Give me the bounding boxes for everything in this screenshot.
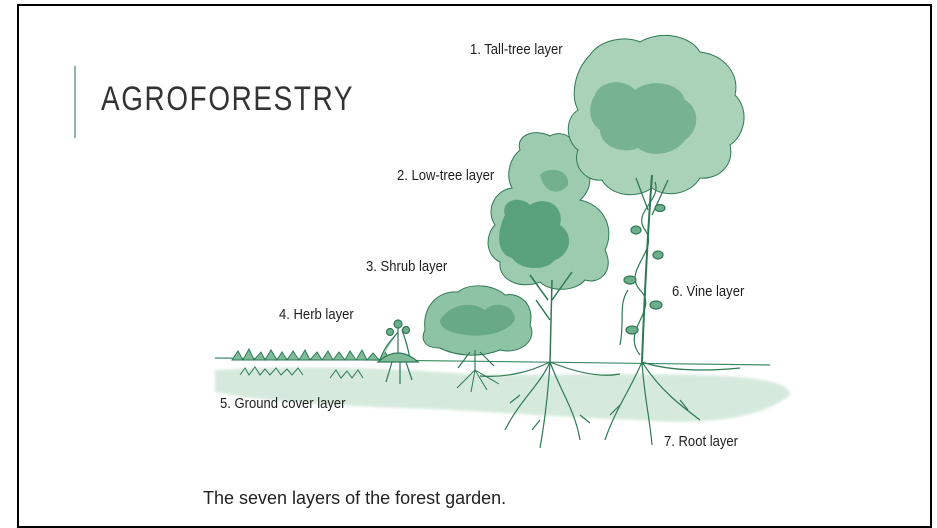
label-shrub-layer: 3. Shrub layer [366,259,447,275]
figure-caption: The seven layers of the forest garden. [203,488,506,509]
tall-tree [568,35,744,362]
label-tall-tree-layer: 1. Tall-tree layer [470,42,563,58]
label-ground-cover-layer: 5. Ground cover layer [220,396,345,412]
label-root-layer: 7. Root layer [664,434,738,450]
ground-wash [215,358,790,422]
label-vine-layer: 6. Vine layer [672,284,744,300]
label-low-tree-layer: 2. Low-tree layer [397,168,494,184]
label-herb-layer: 4. Herb layer [279,307,354,323]
